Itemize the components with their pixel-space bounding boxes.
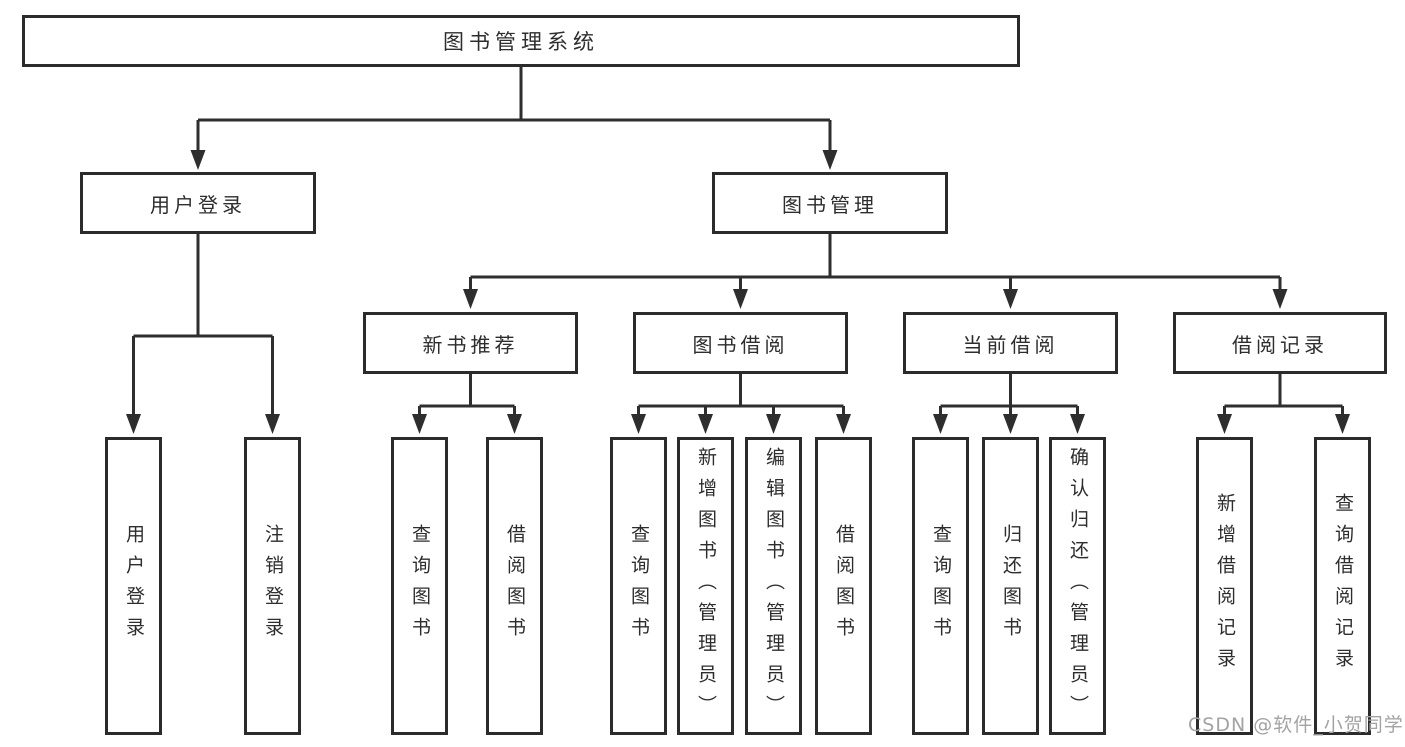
node-root-label: 图书管理系统: [443, 30, 599, 54]
node-current-borrow-label: 当前借阅: [962, 332, 1059, 357]
node-new-book-recommend-label: 新书推荐: [422, 332, 519, 357]
arrowhead: [126, 414, 141, 434]
leaf-query-borrow-record: 查询借阅记录: [1314, 437, 1371, 735]
leaf-query-book-2: 查询图书: [610, 437, 667, 735]
leaf-return-book: 归还图书: [982, 437, 1039, 735]
leaf-query-book-3: 查询图书: [912, 437, 969, 735]
leaf-confirm-return-admin-label: 确认归还（管理员）: [1067, 446, 1089, 726]
node-borrow-records-label: 借阅记录: [1232, 332, 1328, 357]
node-root: 图书管理系统: [22, 15, 1020, 67]
watermark: CSDN @软件_小贺同学: [1188, 714, 1404, 736]
leaf-query-book-2-label: 查询图书: [628, 524, 650, 648]
connector-current-to-leaves: [939, 374, 1079, 420]
arrowhead: [1003, 289, 1018, 309]
connector-records-to-leaves: [1223, 374, 1344, 420]
arrowhead: [1272, 289, 1288, 309]
arrowhead: [1217, 414, 1232, 434]
leaf-query-book-3-label: 查询图书: [930, 524, 952, 648]
leaf-confirm-return-admin: 确认归还（管理员）: [1049, 437, 1106, 735]
leaf-borrow-book-2: 借阅图书: [815, 437, 872, 735]
node-user-login-label: 用户登录: [150, 192, 246, 217]
arrowhead: [631, 414, 646, 434]
leaf-query-borrow-record-label: 查询借阅记录: [1332, 493, 1354, 679]
leaf-edit-book-admin: 编辑图书（管理员）: [745, 437, 802, 735]
leaf-return-book-label: 归还图书: [1000, 524, 1022, 648]
leaf-user-login-label: 用户登录: [123, 524, 145, 648]
leaf-borrow-book-2-label: 借阅图书: [833, 524, 855, 648]
connector-newbook-to-leaves: [418, 374, 516, 420]
arrowhead: [265, 414, 280, 434]
leaf-add-borrow-record: 新增借阅记录: [1196, 437, 1253, 735]
arrowhead: [933, 414, 948, 434]
leaf-query-book-1-label: 查询图书: [409, 524, 431, 648]
arrowhead: [733, 289, 748, 309]
node-book-borrow-label: 图书借阅: [692, 332, 789, 357]
arrowhead: [412, 414, 427, 434]
connector-borrow-to-leaves: [637, 374, 845, 420]
arrowhead: [1335, 414, 1350, 434]
node-new-book-recommend: 新书推荐: [363, 312, 578, 374]
arrowhead: [1070, 414, 1085, 434]
leaf-logout-label: 注销登录: [262, 524, 284, 648]
leaf-borrow-book-1-label: 借阅图书: [504, 524, 526, 648]
arrowheads: [126, 150, 1350, 434]
leaf-edit-book-admin-label: 编辑图书（管理员）: [763, 446, 785, 726]
connector-userlogin-to-leaves: [132, 234, 274, 420]
node-borrow-records: 借阅记录: [1173, 312, 1387, 374]
leaf-add-book-admin-label: 新增图书（管理员）: [695, 446, 717, 726]
arrowhead: [190, 150, 206, 170]
arrowhead: [836, 414, 851, 434]
node-book-management: 图书管理: [712, 172, 948, 234]
leaf-logout: 注销登录: [244, 437, 301, 735]
node-user-login: 用户登录: [80, 172, 316, 234]
leaf-add-borrow-record-label: 新增借阅记录: [1214, 493, 1236, 679]
arrowhead: [1003, 414, 1018, 434]
node-current-borrow: 当前借阅: [903, 312, 1118, 374]
leaf-user-login: 用户登录: [105, 437, 162, 735]
leaf-query-book-1: 查询图书: [391, 437, 448, 735]
connector-root-to-level2: [196, 66, 832, 156]
connector-bookmgmt-to-level3: [469, 234, 1282, 294]
leaf-add-book-admin: 新增图书（管理员）: [677, 437, 734, 735]
leaf-borrow-book-1: 借阅图书: [486, 437, 543, 735]
arrowhead: [507, 414, 522, 434]
arrowhead: [766, 414, 781, 434]
arrowhead: [822, 150, 838, 170]
arrowhead: [698, 414, 713, 434]
node-book-management-label: 图书管理: [782, 192, 878, 217]
arrowhead: [463, 289, 478, 309]
node-book-borrow: 图书借阅: [633, 312, 848, 374]
